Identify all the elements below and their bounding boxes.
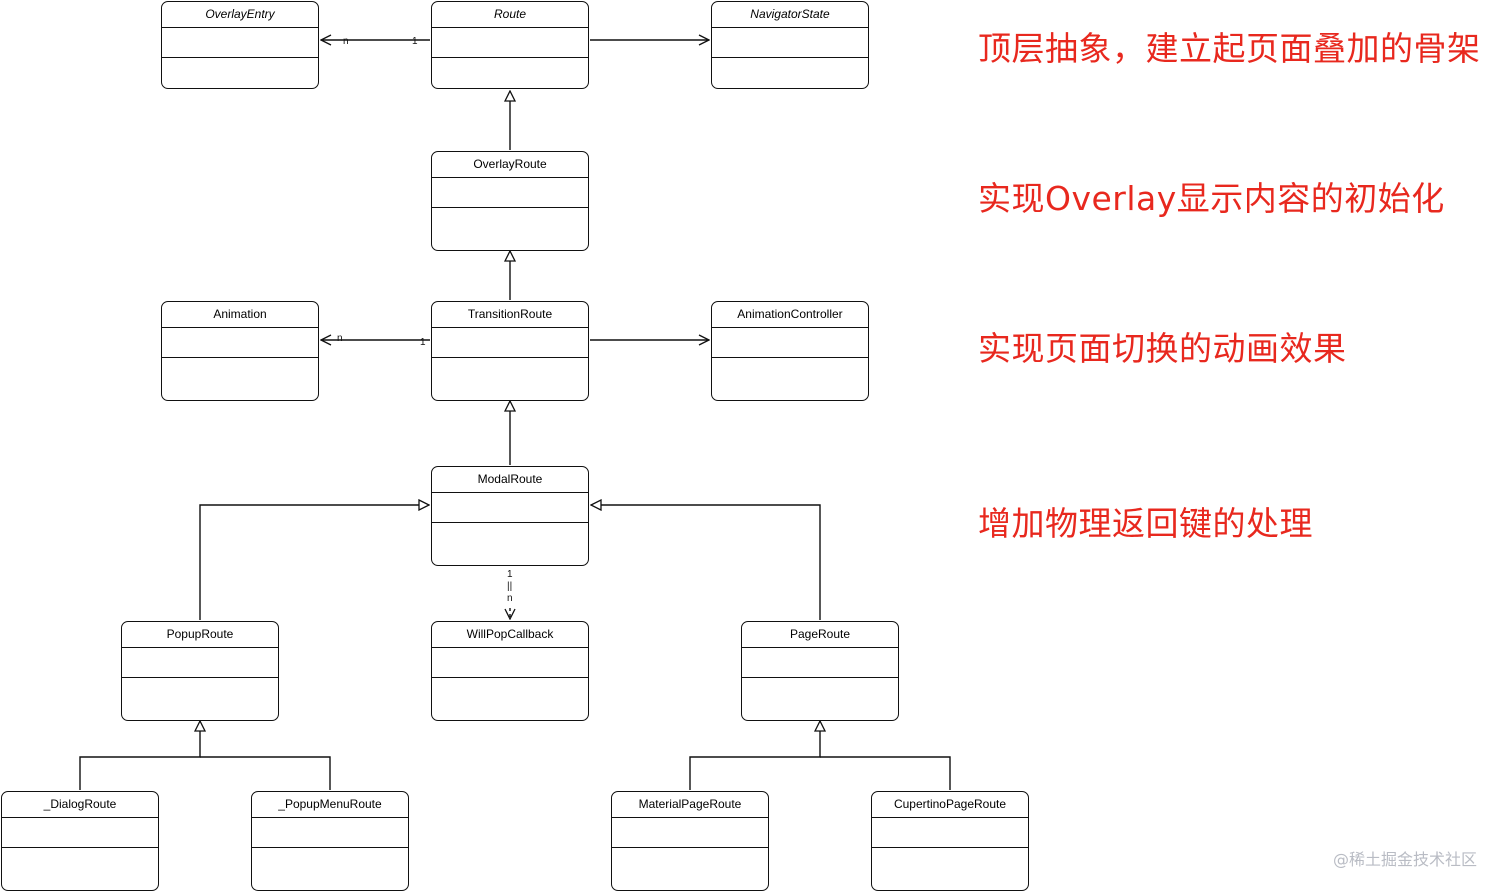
class-name: PopupRoute	[122, 622, 278, 648]
note-overlay-layer: 实现Overlay显示内容的初始化	[978, 179, 1445, 218]
class-name: NavigatorState	[712, 2, 868, 28]
class-operations	[872, 848, 1028, 878]
class-operations	[2, 848, 158, 878]
edge-dialogroute-popuproute	[79, 721, 200, 790]
note-transition-layer: 实现页面切换的动画效果	[978, 329, 1347, 368]
class-name: WillPopCallback	[432, 622, 588, 648]
class-transition-route: TransitionRoute	[431, 301, 589, 401]
class-name: CupertinoPageRoute	[872, 792, 1028, 818]
class-modal-route: ModalRoute	[431, 466, 589, 566]
class-attributes	[712, 328, 868, 358]
class-attributes	[162, 28, 318, 58]
multiplicity-label: 1	[507, 569, 513, 580]
class-operations	[122, 678, 278, 708]
class-operations	[252, 848, 408, 878]
class-operations	[432, 58, 588, 88]
watermark: @稀土掘金技术社区	[1332, 850, 1477, 869]
class-operations	[712, 58, 868, 88]
class-popup-menu-route: _PopupMenuRoute	[251, 791, 409, 891]
class-name: OverlayRoute	[432, 152, 588, 178]
multiplicity-label: ||	[507, 581, 512, 592]
class-animation: Animation	[161, 301, 319, 401]
class-overlay-route: OverlayRoute	[431, 151, 589, 251]
class-popup-route: PopupRoute	[121, 621, 279, 721]
class-attributes	[432, 28, 588, 58]
note-top-layer: 顶层抽象，建立起页面叠加的骨架	[978, 29, 1481, 68]
class-name: _PopupMenuRoute	[252, 792, 408, 818]
class-operations	[742, 678, 898, 708]
class-cupertino-page-route: CupertinoPageRoute	[871, 791, 1029, 891]
class-operations	[162, 358, 318, 388]
class-attributes	[872, 818, 1028, 848]
edge-cupertinopageroute-pageroute	[820, 756, 951, 790]
class-dialog-route: _DialogRoute	[1, 791, 159, 891]
class-name: Route	[432, 2, 588, 28]
class-attributes	[612, 818, 768, 848]
class-attributes	[432, 648, 588, 678]
class-attributes	[432, 178, 588, 208]
class-attributes	[742, 648, 898, 678]
class-animation-controller: AnimationController	[711, 301, 869, 401]
class-route: Route	[431, 1, 589, 89]
multiplicity-label: n	[337, 333, 343, 344]
class-operations	[432, 523, 588, 553]
edge-popupmenuroute-popuproute	[200, 756, 331, 790]
multiplicity-label: n	[343, 36, 349, 47]
class-operations	[432, 208, 588, 238]
edge-popuproute-modalroute	[199, 505, 429, 620]
class-page-route: PageRoute	[741, 621, 899, 721]
class-attributes	[162, 328, 318, 358]
class-operations	[712, 358, 868, 388]
multiplicity-label: 1	[412, 36, 418, 47]
class-name: PageRoute	[742, 622, 898, 648]
class-overlay-entry: OverlayEntry	[161, 1, 319, 89]
multiplicity-label: n	[507, 593, 513, 604]
class-attributes	[252, 818, 408, 848]
note-modal-layer: 增加物理返回键的处理	[978, 504, 1313, 543]
class-attributes	[2, 818, 158, 848]
class-name: ModalRoute	[432, 467, 588, 493]
class-operations	[612, 848, 768, 878]
class-name: MaterialPageRoute	[612, 792, 768, 818]
class-navigator-state: NavigatorState	[711, 1, 869, 89]
class-operations	[432, 358, 588, 388]
class-will-pop-callback: WillPopCallback	[431, 621, 589, 721]
class-operations	[162, 58, 318, 88]
class-attributes	[122, 648, 278, 678]
class-operations	[432, 678, 588, 708]
edge-pageroute-modalroute	[591, 505, 821, 620]
class-attributes	[712, 28, 868, 58]
multiplicity-label: 1	[420, 337, 426, 348]
edge-materialpageroute-pageroute	[689, 721, 820, 790]
class-name: OverlayEntry	[162, 2, 318, 28]
class-attributes	[432, 328, 588, 358]
class-attributes	[432, 493, 588, 523]
class-name: TransitionRoute	[432, 302, 588, 328]
class-material-page-route: MaterialPageRoute	[611, 791, 769, 891]
class-name: Animation	[162, 302, 318, 328]
class-name: AnimationController	[712, 302, 868, 328]
class-name: _DialogRoute	[2, 792, 158, 818]
